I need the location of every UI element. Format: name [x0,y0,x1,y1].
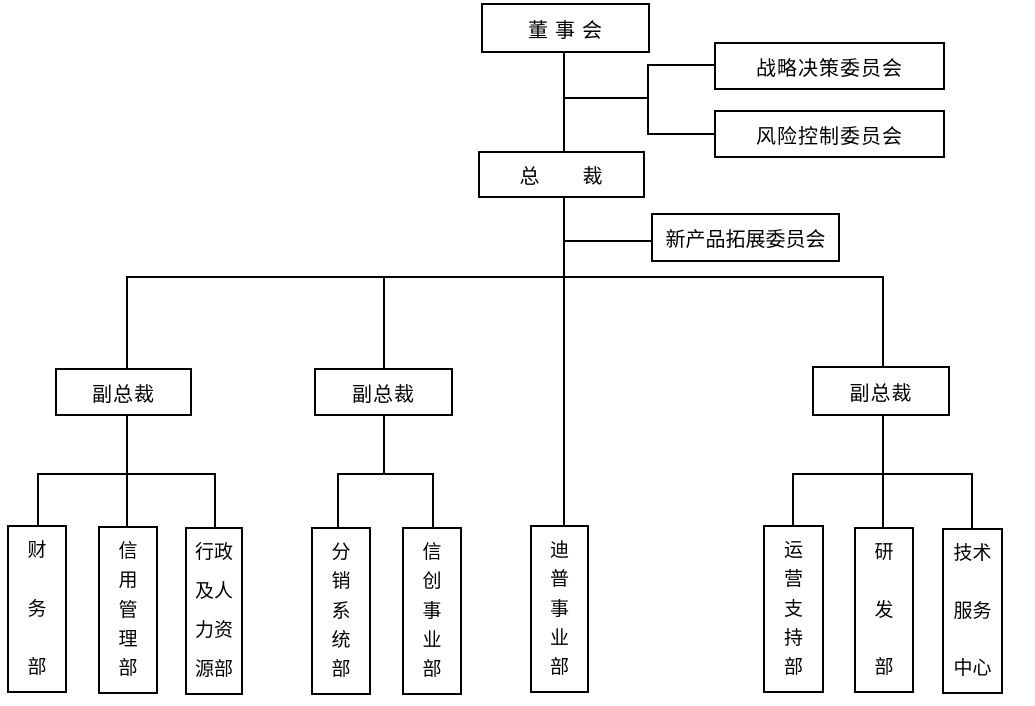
connector-board-committees-horizontal [563,97,649,99]
node-tech-service-center: 技术 服务 中心 [942,528,1003,694]
node-strategy-committee: 战略决策委员会 [714,42,945,90]
connector-board-president [563,53,565,151]
node-new-product-committee-label: 新产品拓展委员会 [665,229,826,251]
connector-committees-vertical [647,64,649,135]
connector-new-product-committee [563,240,651,242]
node-vp-middle-label: 副总裁 [352,383,415,406]
connector-credit-drop [126,473,128,527]
node-vp-right-label: 副总裁 [849,382,913,405]
connector-rnd-drop [882,473,884,527]
node-vp-right: 副总裁 [812,366,950,416]
node-board: 董 事 会 [481,3,650,53]
node-rnd-dept: 研 发 部 [854,527,914,693]
node-distribution-system-dept: 分 销 系 统 部 [311,527,371,695]
node-vp-left: 副总裁 [55,368,192,416]
node-president: 总 裁 [478,151,645,198]
connector-xinchuang-drop [432,473,434,527]
node-credit-mgmt-dept: 信 用 管 理 部 [98,526,158,694]
node-dipu-business-dept: 迪 普 事 业 部 [530,525,589,693]
connector-main-horizontal [126,276,884,278]
node-strategy-committee-label: 战略决策委员会 [756,57,903,80]
connector-distribution-drop [337,473,339,527]
node-admin-hr-dept: 行政 及人 力资 源部 [185,527,243,695]
node-vp-middle: 副总裁 [314,368,453,416]
connector-vp-middle-drop [383,276,385,368]
connector-vp-left-down [126,415,128,475]
node-risk-committee: 风险控制委员会 [714,110,945,158]
connector-dipu-drop [563,276,565,525]
connector-admin-hr-drop [214,473,216,527]
node-risk-committee-label: 风险控制委员会 [756,125,903,148]
node-president-label: 总 裁 [519,166,604,188]
node-board-label: 董 事 会 [528,19,603,42]
connector-vp-left-drop [126,276,128,368]
connector-vp-right-drop [882,276,884,366]
connector-finance-drop [37,473,39,525]
connector-president-mainline [563,198,565,278]
node-finance-dept: 财 务 部 [7,525,67,693]
connector-risk-committee [647,133,714,135]
node-vp-left-label: 副总裁 [92,383,155,406]
node-operations-support-dept: 运 营 支 持 部 [763,525,824,693]
node-xinchuang-business-dept: 信 创 事 业 部 [402,527,462,695]
node-new-product-committee: 新产品拓展委员会 [651,213,840,262]
connector-tech-drop [971,473,973,528]
connector-ops-drop [792,473,794,525]
connector-vp-right-down [882,416,884,475]
connector-strategy-committee [647,64,714,66]
connector-vp-middle-down [383,415,385,475]
connector-spread-middle [337,473,434,475]
